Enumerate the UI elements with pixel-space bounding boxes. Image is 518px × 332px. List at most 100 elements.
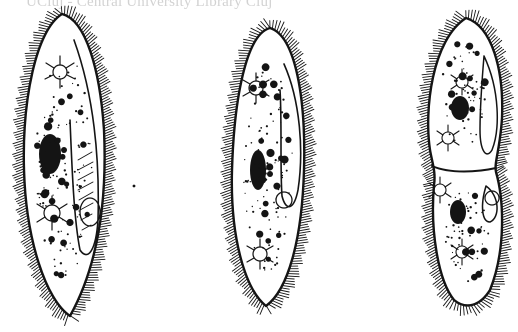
- granule: [263, 267, 265, 269]
- granule: [76, 121, 77, 122]
- granule: [77, 216, 78, 217]
- food-vacuole: [278, 155, 284, 161]
- granule: [265, 168, 267, 170]
- granule: [469, 217, 471, 219]
- granule: [270, 242, 271, 243]
- granule: [259, 130, 261, 132]
- contractile-vacuole: [437, 125, 459, 151]
- food-vacuole: [285, 137, 291, 143]
- granule: [246, 211, 247, 212]
- food-vacuole: [467, 76, 473, 82]
- granule: [79, 172, 80, 173]
- food-vacuole: [60, 154, 66, 160]
- granule: [264, 260, 266, 262]
- granule: [45, 205, 47, 207]
- granule: [276, 257, 278, 259]
- macronucleus: [250, 150, 266, 190]
- groove-hatching: [78, 152, 93, 230]
- food-vacuole: [41, 191, 49, 199]
- granule: [470, 253, 472, 255]
- oral-groove: [280, 64, 301, 207]
- granule: [483, 210, 485, 212]
- granule: [77, 263, 78, 264]
- granule: [482, 243, 483, 244]
- paramecium-left: [13, 6, 117, 326]
- food-vacuole: [42, 171, 50, 179]
- food-vacuole: [263, 201, 269, 207]
- granule: [42, 205, 43, 206]
- granule: [262, 247, 264, 249]
- granule: [474, 97, 475, 98]
- food-vacuole: [262, 63, 270, 71]
- granule: [66, 124, 67, 125]
- granule: [57, 127, 58, 128]
- granule: [57, 188, 58, 189]
- granule: [256, 76, 258, 78]
- food-vacuole: [475, 51, 480, 56]
- granule: [463, 89, 465, 91]
- food-vacuole: [266, 149, 274, 157]
- granule: [473, 100, 474, 101]
- granule: [276, 262, 278, 264]
- granule: [58, 231, 60, 233]
- granule: [43, 187, 44, 188]
- food-vacuole: [34, 143, 40, 149]
- granule: [275, 159, 277, 161]
- granule: [251, 142, 253, 144]
- cilia-fringe: [13, 6, 117, 326]
- food-vacuole: [44, 122, 52, 130]
- granule: [270, 113, 272, 115]
- granule: [466, 72, 468, 74]
- granule: [469, 235, 471, 237]
- contractile-vacuole: [45, 56, 75, 88]
- granule: [484, 98, 486, 100]
- granule: [446, 236, 448, 238]
- granule: [264, 269, 265, 270]
- food-vacuole: [446, 61, 452, 67]
- granule: [467, 118, 469, 120]
- granule: [467, 210, 469, 212]
- granule: [281, 87, 283, 89]
- granule: [475, 212, 477, 214]
- granule: [75, 253, 77, 255]
- food-vacuole: [449, 104, 456, 111]
- granule: [467, 280, 469, 282]
- granule: [460, 56, 461, 57]
- granule: [81, 105, 83, 107]
- granule: [282, 177, 284, 179]
- granule: [477, 258, 479, 260]
- granule: [60, 249, 62, 251]
- granule: [44, 239, 46, 241]
- food-vacuole: [471, 274, 478, 281]
- granule: [60, 262, 62, 264]
- granule: [84, 180, 86, 182]
- granule: [83, 92, 85, 94]
- granule: [278, 231, 280, 233]
- granule: [455, 58, 456, 59]
- stray-mark: [133, 185, 136, 188]
- food-vacuole: [266, 163, 273, 170]
- granule: [461, 230, 463, 232]
- granule: [477, 250, 479, 252]
- granule: [262, 72, 264, 74]
- granule: [278, 160, 279, 161]
- granule: [245, 180, 247, 182]
- granule: [263, 196, 264, 197]
- granule: [265, 179, 267, 181]
- granule: [254, 103, 256, 105]
- granule: [445, 241, 447, 243]
- food-vacuole: [472, 193, 478, 199]
- granule: [271, 268, 273, 270]
- macronucleus-lower: [450, 200, 466, 224]
- granule: [268, 219, 270, 221]
- granule: [67, 72, 69, 74]
- granule: [278, 109, 280, 111]
- food-vacuole: [459, 72, 467, 80]
- granule: [473, 51, 475, 53]
- granule: [469, 52, 470, 53]
- granule: [72, 185, 74, 187]
- food-vacuole: [256, 231, 263, 238]
- food-vacuole: [466, 43, 473, 50]
- granule: [472, 141, 474, 143]
- granule: [254, 163, 256, 165]
